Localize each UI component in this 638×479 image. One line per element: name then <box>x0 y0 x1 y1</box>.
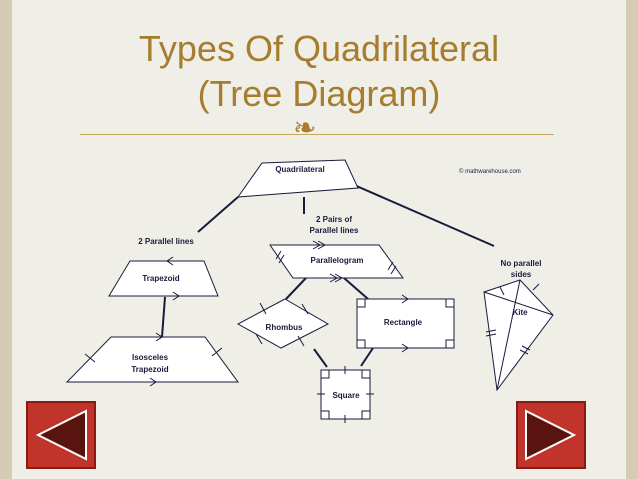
square-right-angle-marks <box>321 370 370 419</box>
kite-label: Kite <box>512 308 528 317</box>
slide-title: Types Of Quadrilateral (Tree Diagram) <box>0 26 638 116</box>
rectangle-shape <box>356 298 455 349</box>
triangle-left-icon <box>35 409 87 461</box>
connector-parallelogram-to-rhombus <box>285 277 307 300</box>
right-frame-border <box>626 0 638 479</box>
previous-slide-button[interactable] <box>26 401 96 469</box>
parallelogram-label: Parallelogram <box>311 256 364 265</box>
title-line-1: Types Of Quadrilateral <box>138 28 500 69</box>
two-pairs-label-line-1: 2 Pairs of <box>316 215 352 224</box>
rhombus-congruent-marks <box>255 302 309 347</box>
parallelogram-shape <box>269 244 404 279</box>
next-slide-button[interactable] <box>516 401 586 469</box>
connector-parallelogram-to-rectangle <box>343 277 369 300</box>
kite-congruent-marks <box>485 283 540 355</box>
two-pairs-label-line-2: Parallel lines <box>310 226 359 235</box>
connector-rhombus-to-square <box>313 348 328 368</box>
rhombus-label: Rhombus <box>266 323 303 332</box>
two-parallel-lines-label: 2 Parallel lines <box>138 237 194 246</box>
trapezoid-parallel-marks <box>166 256 180 301</box>
square-congruent-marks <box>317 366 374 423</box>
no-parallel-label-line-1: No parallel <box>501 259 542 268</box>
kite-shape <box>483 279 554 392</box>
quadrilateral-label: Quadrilateral <box>275 165 324 174</box>
kite-diagonal-vertical <box>496 279 521 391</box>
triangle-right-icon <box>525 409 577 461</box>
title-divider <box>80 134 554 135</box>
left-frame-border <box>0 0 12 479</box>
rhombus-shape <box>236 298 330 349</box>
quadrilateral-shape <box>236 159 359 198</box>
square-label: Square <box>332 391 360 400</box>
isosceles-label-line-2: Trapezoid <box>131 365 168 374</box>
parallelogram-parallel-marks <box>275 240 397 283</box>
rectangle-label: Rectangle <box>384 318 423 327</box>
title-line-2: (Tree Diagram) <box>197 73 441 114</box>
isosceles-label-line-1: Isosceles <box>132 353 169 362</box>
rectangle-parallel-marks <box>401 294 409 353</box>
isosceles-trapezoid-shape <box>65 336 239 383</box>
kite-diagonal-horizontal <box>483 291 554 316</box>
rectangle-right-angle-marks <box>357 299 454 348</box>
floral-ornament-icon: ❧ <box>293 111 317 144</box>
trapezoid-shape <box>108 260 219 297</box>
isosceles-parallel-marks <box>149 332 163 387</box>
isosceles-congruent-marks <box>84 347 223 363</box>
connector-trapezoid-to-isosceles <box>161 296 166 338</box>
connector-rectangle-to-square <box>360 347 374 367</box>
connector-quad-to-trapezoid <box>197 196 239 233</box>
copyright-label: © mathwarehouse.com <box>459 168 521 175</box>
connector-quad-to-kite <box>344 180 495 247</box>
trapezoid-label: Trapezoid <box>142 274 179 283</box>
no-parallel-label-line-2: sides <box>511 270 532 279</box>
